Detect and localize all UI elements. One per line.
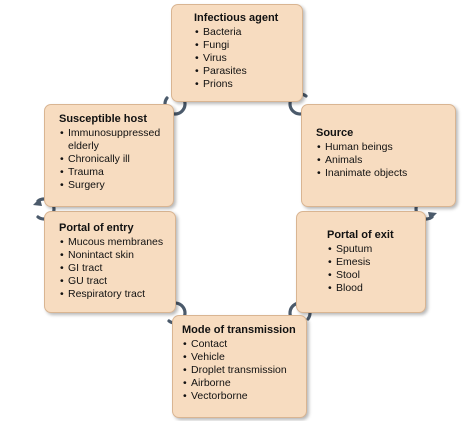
list-item: Human beings: [316, 141, 455, 154]
list-item: Bacteria: [194, 26, 302, 39]
infectious-agent-box: Infectious agent Bacteria Fungi Virus Pa…: [171, 4, 303, 102]
list-item: Sputum: [327, 243, 425, 256]
mode-of-transmission-title: Mode of transmission: [182, 324, 296, 336]
list-item: Animals: [316, 154, 455, 167]
susceptible-host-list: Immunosuppressed elderly Chronically ill…: [59, 127, 173, 192]
mode-of-transmission-list: Contact Vehicle Droplet transmission Air…: [182, 338, 306, 403]
list-item: Parasites: [194, 65, 302, 78]
list-item: Vectorborne: [182, 390, 306, 403]
list-item: Stool: [327, 269, 425, 282]
source-box: Source Human beings Animals Inanimate ob…: [301, 104, 456, 207]
infectious-agent-list: Bacteria Fungi Virus Parasites Prions: [194, 26, 302, 91]
infectious-agent-title: Infectious agent: [194, 12, 279, 24]
susceptible-host-title: Susceptible host: [59, 113, 148, 125]
list-item: Prions: [194, 78, 302, 91]
portal-of-entry-box: Portal of entry Mucous membranes Noninta…: [44, 211, 176, 313]
curved-arrow-icon: [33, 197, 56, 221]
portal-of-exit-list: Sputum Emesis Stool Blood: [327, 243, 425, 295]
list-item: Chronically ill: [59, 153, 173, 166]
list-item: Contact: [182, 338, 306, 351]
source-list: Human beings Animals Inanimate objects: [316, 141, 455, 180]
list-item: Airborne: [182, 377, 306, 390]
list-item: Emesis: [327, 256, 425, 269]
list-item: Fungi: [194, 39, 302, 52]
susceptible-host-box: Susceptible host Immunosuppressed elderl…: [44, 104, 174, 207]
list-item: GI tract: [59, 262, 175, 275]
list-item: Blood: [327, 282, 425, 295]
list-item: Respiratory tract: [59, 288, 175, 301]
portal-of-entry-title: Portal of entry: [59, 222, 134, 234]
list-item: Immunosuppressed elderly: [59, 127, 173, 153]
mode-of-transmission-box: Mode of transmission Contact Vehicle Dro…: [172, 315, 307, 418]
list-item: Droplet transmission: [182, 364, 306, 377]
list-item: GU tract: [59, 275, 175, 288]
list-item: Vehicle: [182, 351, 306, 364]
source-title: Source: [316, 127, 354, 139]
portal-of-exit-box: Portal of exit Sputum Emesis Stool Blood: [296, 211, 426, 313]
list-item: Nonintact skin: [59, 249, 175, 262]
list-item: Mucous membranes: [59, 236, 175, 249]
portal-of-exit-title: Portal of exit: [327, 229, 394, 241]
list-item: Inanimate objects: [316, 167, 455, 180]
portal-of-entry-list: Mucous membranes Nonintact skin GI tract…: [59, 236, 175, 301]
list-item: Surgery: [59, 179, 173, 192]
list-item: Trauma: [59, 166, 173, 179]
list-item: Virus: [194, 52, 302, 65]
